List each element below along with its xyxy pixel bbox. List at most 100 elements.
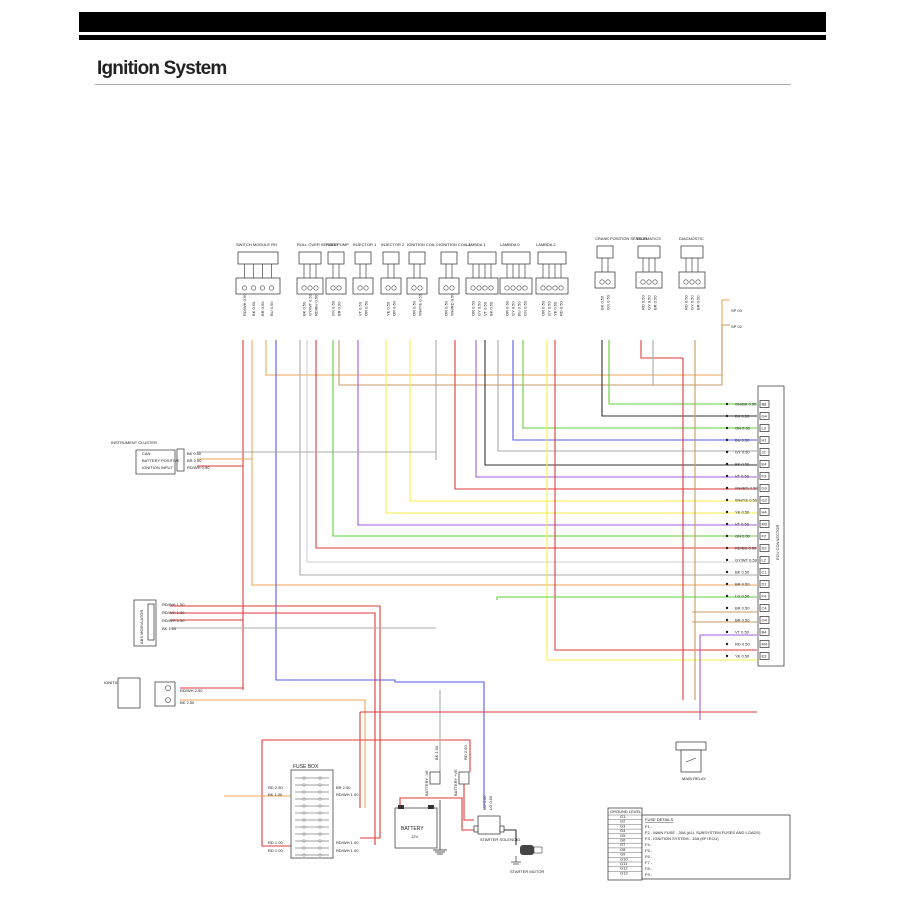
cluster-pin-label: IGNITION INPUT xyxy=(142,465,173,470)
legend-row: G4 xyxy=(620,828,626,833)
wire-label: BK 0.50 xyxy=(251,301,256,316)
wire-label: BR 0.50 xyxy=(696,295,701,310)
ecu-pin-wire: GY 0.50 xyxy=(735,450,750,455)
starter-motor: STARTER MOTOR xyxy=(510,845,544,874)
legend-row: G8 xyxy=(620,847,626,852)
wire-orange xyxy=(251,340,757,586)
abs-wire-label: BK 1.00 xyxy=(162,626,177,631)
wire xyxy=(332,340,757,537)
ecu-pin-id: L3 xyxy=(762,426,767,431)
wire xyxy=(409,340,757,502)
legend-row: G12 xyxy=(620,866,628,871)
ecu-pin-id: B4 xyxy=(762,630,768,635)
battery: BATTERY 12V BATTERY -VE BATTERY +VE BK 1… xyxy=(394,745,470,855)
ecu-pin-id: G4 xyxy=(762,618,768,623)
ground-icon xyxy=(433,800,447,855)
ecu-pin-id: G3 xyxy=(762,486,768,491)
ecu-pin-wire: GN 0.50 xyxy=(735,426,751,431)
ecu-pin: J2 GY 0.50 xyxy=(725,448,770,456)
wire xyxy=(275,340,485,808)
wire-label: RD 0.50 xyxy=(641,295,646,310)
ecu-pin-wire: WH/YE 0.50 xyxy=(735,498,758,503)
wire-label: GY 0.50 xyxy=(477,301,482,316)
cluster-pin-label: CAN xyxy=(142,451,151,456)
ecu-pin-wire: VT 0.50 xyxy=(735,522,750,527)
wire-label: BK 0.50 xyxy=(302,301,307,316)
wire-label: YE 0.50 xyxy=(386,301,391,316)
ecu-pin-id: J2 xyxy=(762,450,767,455)
wire xyxy=(299,340,757,576)
instrument-cluster-label: INSTRUMENT CLUSTER xyxy=(111,440,157,445)
wire xyxy=(546,340,757,661)
legend-row: G13 xyxy=(620,870,628,875)
ecu-pin-id: H1 xyxy=(762,438,768,443)
ecu-pin-id: E3 xyxy=(762,654,768,659)
title-underline xyxy=(95,84,791,85)
battery-neg-wire: BK 1.50 xyxy=(434,745,439,760)
legend-row: G6 xyxy=(620,838,626,843)
fuses xyxy=(295,776,329,857)
wire xyxy=(522,340,757,429)
wire xyxy=(484,340,757,466)
wire-label: RD/WH 0.50 xyxy=(242,293,247,316)
cluster-pin-label: BATTERY POSITIVE xyxy=(142,458,180,463)
connector-label: LAMBDA 1 xyxy=(466,242,486,247)
legend-row: G2 xyxy=(620,819,626,824)
wire-label: BU 0.50 xyxy=(269,301,274,316)
connector-label: SWITCH MODULE RH xyxy=(236,242,277,247)
legend-row: G11 xyxy=(620,861,628,866)
wire-label: OR 0.50 xyxy=(392,300,397,316)
fuse-details-line: F7 - xyxy=(645,860,653,865)
ecu-pin-id: H4 xyxy=(762,510,768,515)
fuse-wire-label: BR 2.50 xyxy=(336,785,351,790)
abs-modulator: ABS MODULATOR RD/WH 1.00 RD/WH 1.00 RD/W… xyxy=(133,599,185,647)
ignition-switch: IGNITION SWITCH RD/WH 2.50 BK 2.50 xyxy=(104,677,203,709)
splice-label: SP 02 xyxy=(731,324,743,329)
legend-row: G10 xyxy=(620,856,628,861)
ecu-pin-wire: BR 0.50 xyxy=(735,606,750,611)
ecu-pin-id: M3 xyxy=(762,522,768,527)
wire xyxy=(385,340,757,514)
wire xyxy=(512,340,757,441)
abs-wire-label: RD/WH 1.00 xyxy=(162,602,185,607)
ecu-pin-wire: BU 0.50 xyxy=(735,438,750,443)
ignition-wire-label: BK 2.50 xyxy=(180,700,195,705)
connector-label: FUEL PUMP xyxy=(326,242,349,247)
header-bar xyxy=(79,12,826,32)
legend-row: G5 xyxy=(620,833,626,838)
battery-pos-label: BATTERY +VE xyxy=(453,769,458,796)
ecu-pin-id: D1 xyxy=(762,582,768,587)
ecu-pin-wire: YE 0.50 xyxy=(735,654,750,659)
cluster-wire-label: BK 0.50 xyxy=(187,451,202,456)
battery-pos-wire: RD 2.50 xyxy=(463,745,468,760)
ecu-connector-label: ECU CONNECTOR xyxy=(775,525,780,560)
fuse-details-line: F5 - xyxy=(645,848,653,853)
wire-label: WH/YE 0.50 xyxy=(418,293,423,316)
ecu-pin-wire: YE 0.50 xyxy=(735,510,750,515)
ecu-pin-id: B8 xyxy=(762,402,768,407)
ecu-pin: M3 VT 0.50 xyxy=(725,520,770,528)
wire-label: BR 0.50 xyxy=(260,301,265,316)
wire-label: GY 0.50 xyxy=(690,295,695,310)
fuse-details-line: F3 - IGNITION SYSTEM - 15A (EFI ECU) xyxy=(645,836,719,841)
wire xyxy=(357,340,757,526)
ecu-pin-wire: BK 0.50 xyxy=(735,414,750,419)
connector-label: INJECTOR 1 xyxy=(353,242,377,247)
starter-motor-label: STARTER MOTOR xyxy=(510,869,544,874)
wire-label: RD 0.50 xyxy=(559,301,564,316)
ecu-pin-wire: BR 0.50 xyxy=(735,582,750,587)
wire xyxy=(601,340,757,417)
legend-header: GROUND LEVEL xyxy=(610,809,642,814)
starter-motor-icon xyxy=(520,845,534,855)
